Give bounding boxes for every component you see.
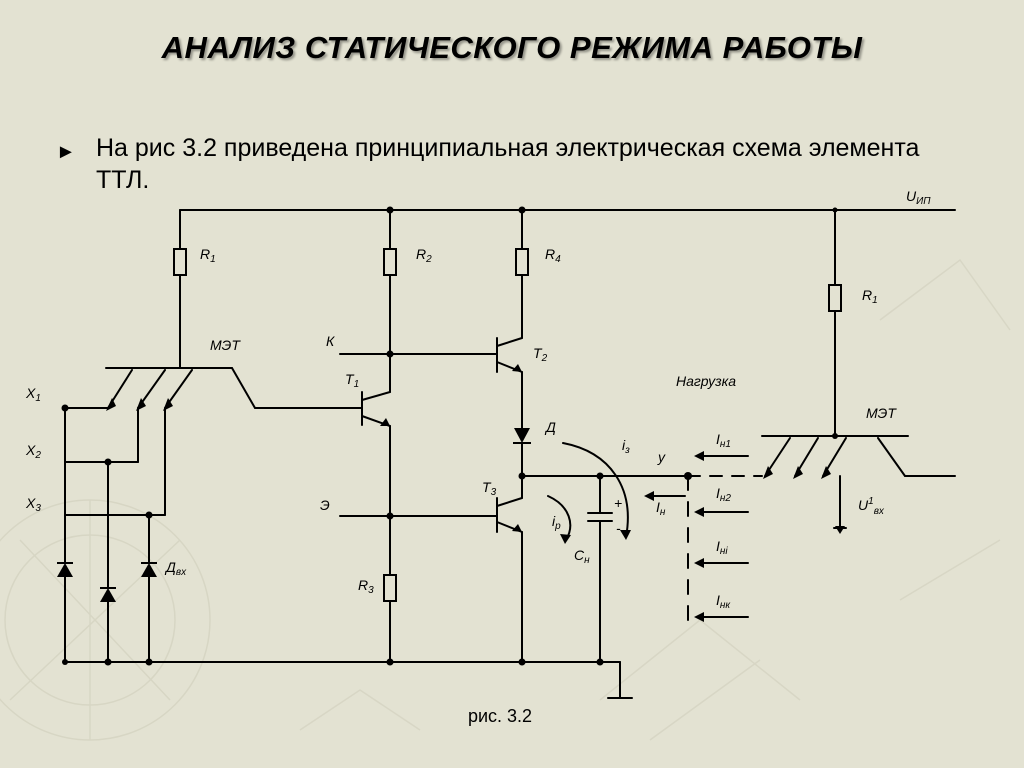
label-cap: С [574,547,585,563]
label-t1: Т [345,371,355,387]
svg-text:Iн1: Iн1 [716,431,731,450]
label-diode-d: Д [544,419,556,435]
resistor-r4 [515,248,529,276]
intro-text: На рис 3.2 приведена принципиальная элек… [96,134,920,194]
label-supply: U [906,188,917,204]
svg-text:Т1: Т1 [345,371,359,390]
svg-text:R2: R2 [416,246,432,265]
intro-paragraph: ► На рис 3.2 приведена принципиальная эл… [56,132,936,196]
svg-text:R1: R1 [862,287,878,306]
label-r1-right: R [862,287,872,303]
label-i-nk: I [716,592,720,608]
label-r3: R [358,577,368,593]
svg-text:iз: iз [622,437,630,456]
label-r4: R [545,246,555,262]
label-node-k: К [326,333,335,349]
svg-text:X2: X2 [25,442,41,461]
svg-text:R4: R4 [545,246,561,265]
label-plus: + [614,495,622,511]
svg-text:X1: X1 [25,385,41,404]
svg-text:Iнi: Iнi [716,538,728,557]
input-diode-1 [57,563,73,577]
label-t3: Т [482,479,492,495]
resistor-r2 [383,248,397,276]
diode-d [514,428,530,443]
svg-text:Т3: Т3 [482,479,497,498]
svg-text:U1вх: U1вх [858,496,885,517]
label-met-left: МЭТ [210,337,241,353]
label-r2: R [416,246,426,262]
label-i-ni: I [716,538,720,554]
svg-text:Сн: Сн [574,547,590,566]
label-r1-left: R [200,246,210,262]
label-load: Нагрузка [676,373,736,389]
resistor-r3 [383,574,397,602]
svg-text:Iн: Iн [656,499,666,518]
label-i-z: i [622,437,626,453]
label-i-n2: I [716,485,720,501]
label-i-n: I [656,499,660,515]
label-input-diodes: Д [164,559,176,575]
label-t2: Т [533,345,543,361]
label-x3: X [25,495,36,511]
label-met-right: МЭТ [866,405,897,421]
slide-title: АНАЛИЗ СТАТИЧЕСКОГО РЕЖИМА РАБОТЫ [161,30,863,65]
label-minus: - [616,520,621,536]
label-i-p: i [552,513,556,529]
svg-text:R3: R3 [358,577,374,596]
label-node-e: Э [320,497,330,513]
input-diode-3 [141,563,157,577]
svg-text:iр: iр [552,513,561,532]
svg-text:Двх: Двх [164,559,187,578]
label-x1: X [25,385,36,401]
svg-text:Т2: Т2 [533,345,548,364]
label-x2: X [25,442,36,458]
svg-text:UИП: UИП [906,188,931,207]
figure-caption: рис. 3.2 [467,706,533,726]
svg-text:Iнк: Iнк [716,592,731,611]
resistor-r1-left [173,248,187,276]
bullet-arrow-icon: ► [56,141,76,163]
label-u-in: U [858,497,869,513]
label-i-n1: I [716,431,720,447]
current-iz-arrow [562,442,629,538]
input-diode-2 [100,588,116,602]
svg-text:X3: X3 [25,495,41,514]
svg-text:R1: R1 [200,246,216,265]
label-node-y: у [657,449,666,465]
svg-text:Iн2: Iн2 [716,485,731,504]
resistor-r1-right [828,284,842,312]
